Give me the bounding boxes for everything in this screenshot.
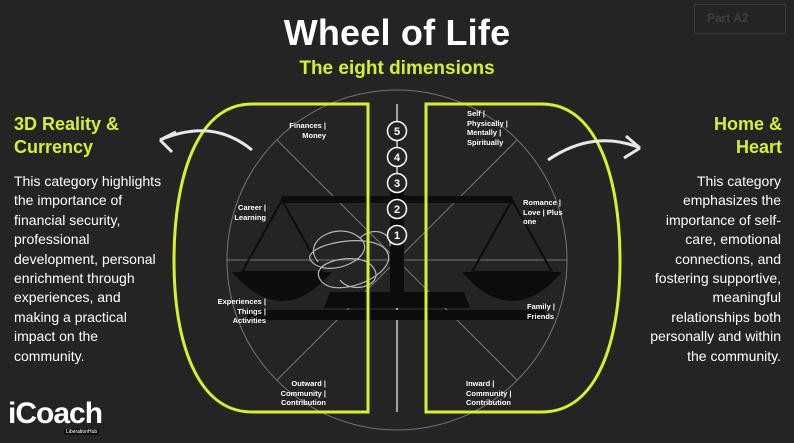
scale-number: 1 bbox=[394, 230, 400, 242]
scale-numbers: 5 4 3 2 1 bbox=[386, 120, 408, 246]
left-capsule bbox=[172, 102, 370, 414]
scale-number: 4 bbox=[394, 152, 401, 164]
dimension-inward: Inward | Community | Contribution bbox=[466, 379, 512, 407]
right-description: This category emphasizes the importance … bbox=[650, 173, 781, 364]
left-heading: 3D Reality & Currency bbox=[14, 114, 120, 157]
page-subtitle: The eight dimensions bbox=[299, 58, 495, 79]
dimension-romance: Romance | Love | Plus one bbox=[523, 198, 563, 226]
part-badge: Part A2 bbox=[694, 4, 786, 34]
right-heading: Home & Heart bbox=[713, 114, 782, 157]
scribble-line bbox=[309, 230, 391, 289]
right-capsule bbox=[424, 102, 622, 414]
dimension-experiences: Experiences | Things | Activities bbox=[217, 297, 266, 325]
dimension-family: Family | Friends bbox=[527, 302, 555, 321]
logo-tagline: LiberationHub bbox=[64, 429, 100, 435]
left-description: This category highlights the importance … bbox=[14, 173, 162, 364]
icoach-logo: iCoach bbox=[8, 397, 103, 430]
dimension-career: Career | Learning bbox=[234, 203, 266, 222]
dimension-self: Self | Physically | Mentally | Spiritual… bbox=[467, 109, 508, 147]
dimension-outward: Outward | Community | Contribution bbox=[280, 379, 326, 407]
scale-number: 3 bbox=[394, 178, 400, 190]
scale-number: 2 bbox=[394, 204, 400, 216]
right-arrow-icon bbox=[547, 139, 641, 162]
dimension-finances: Finances | Money bbox=[289, 121, 326, 140]
scale-number: 5 bbox=[394, 126, 400, 138]
page-title: Wheel of Life bbox=[283, 12, 511, 53]
